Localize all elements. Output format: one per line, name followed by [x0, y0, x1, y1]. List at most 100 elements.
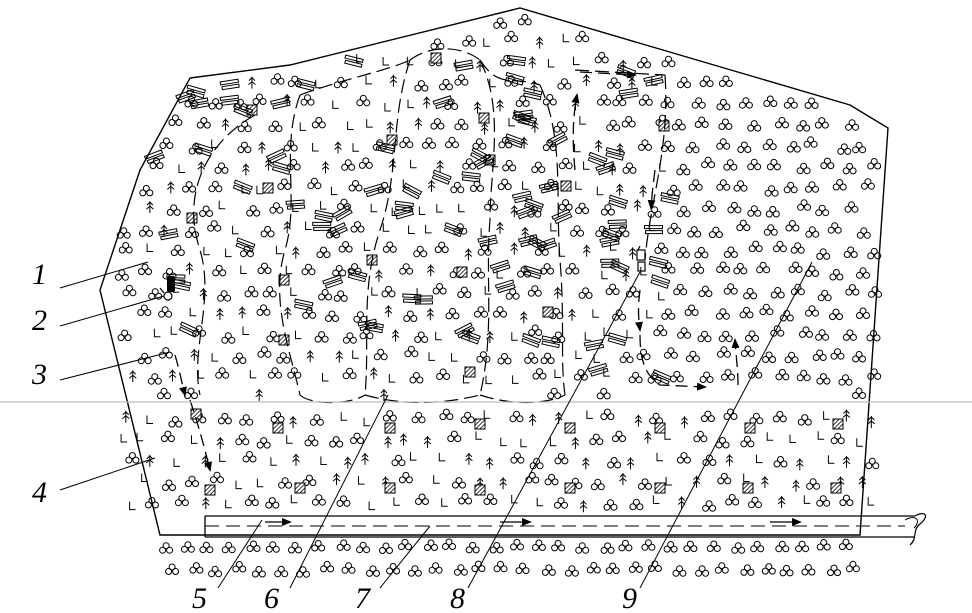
conifer-icon [427, 179, 436, 193]
conifer-icon [166, 180, 175, 194]
deciduous-tree-icon [270, 411, 285, 423]
conifer-icon [777, 495, 786, 509]
deciduous-tree-icon [856, 227, 871, 239]
deciduous-tree-icon [125, 452, 140, 464]
deciduous-tree-icon [618, 539, 633, 552]
deciduous-tree-icon [434, 241, 449, 254]
conifer-icon [258, 141, 266, 155]
deciduous-tree-icon [575, 542, 590, 554]
deciduous-tree-icon [246, 540, 261, 552]
timber-stack-icon [219, 78, 240, 91]
stump-icon [646, 309, 654, 319]
deciduous-tree-icon [524, 352, 539, 364]
deciduous-tree-icon [493, 306, 507, 318]
conifer-icon [238, 305, 247, 319]
stump-icon [136, 432, 144, 442]
deciduous-tree-icon [515, 95, 530, 107]
deciduous-tree-icon [235, 433, 250, 446]
deciduous-tree-icon [772, 240, 787, 253]
deciduous-tree-icon [532, 368, 547, 380]
deciduous-tree-icon [174, 494, 189, 507]
deciduous-tree-icon [743, 287, 758, 300]
deciduous-tree-icon [341, 159, 356, 171]
deciduous-tree-icon [460, 411, 475, 424]
stump-icon [211, 352, 219, 362]
deciduous-tree-icon [274, 565, 289, 578]
deciduous-tree-icon [676, 163, 691, 176]
conifer-icon [581, 456, 590, 470]
deciduous-tree-icon [597, 94, 611, 106]
stump-icon [292, 202, 300, 212]
conifer-icon [426, 263, 435, 277]
deciduous-tree-icon [332, 265, 347, 277]
deciduous-tree-icon [445, 136, 459, 149]
timber-stack-icon [503, 133, 525, 149]
deciduous-tree-icon [647, 560, 662, 572]
deciduous-tree-icon [442, 538, 456, 550]
deciduous-tree-icon [311, 116, 326, 129]
deciduous-tree-icon [788, 261, 803, 273]
stump-icon [592, 308, 600, 318]
deciduous-tree-icon [256, 304, 271, 316]
conifer-icon [510, 242, 519, 255]
timber-stack-icon [477, 234, 498, 248]
stump-icon [451, 352, 459, 362]
conifer-icon [201, 496, 210, 510]
deciduous-tree-icon [510, 538, 524, 551]
stump-icon [441, 497, 449, 507]
deciduous-tree-icon [428, 562, 443, 574]
stump-icon [596, 186, 604, 196]
deciduous-tree-icon [663, 347, 678, 359]
deciduous-tree-icon [701, 156, 716, 169]
deciduous-tree-icon [693, 430, 708, 443]
timber-stack-icon [606, 332, 628, 347]
conifer-icon [197, 160, 206, 174]
deciduous-tree-icon [796, 120, 811, 132]
stump-icon [295, 330, 302, 340]
deciduous-tree-icon [672, 565, 687, 577]
deciduous-tree-icon [470, 180, 484, 192]
deciduous-tree-icon [747, 158, 762, 171]
deciduous-tree-icon [407, 565, 422, 577]
stump-icon [232, 225, 240, 235]
conifer-icon [247, 76, 256, 90]
stump-icon [178, 164, 186, 173]
conifer-icon [626, 456, 635, 470]
conifer-icon [255, 388, 264, 402]
conifer-icon [389, 74, 398, 88]
timber-stack-icon [551, 208, 573, 225]
stump-icon [393, 496, 401, 506]
conifer-icon [535, 36, 544, 50]
deciduous-tree-icon [700, 410, 715, 423]
timber-stack-icon [266, 148, 287, 165]
deciduous-tree-icon [868, 286, 882, 298]
deciduous-tree-icon [453, 564, 468, 576]
conifer-icon [190, 348, 199, 362]
deciduous-tree-icon [816, 539, 831, 551]
deciduous-tree-icon [180, 541, 195, 553]
deciduous-tree-icon [575, 30, 590, 43]
deciduous-tree-icon [453, 223, 468, 235]
deciduous-tree-icon [348, 180, 363, 192]
deciduous-tree-icon [745, 330, 759, 342]
deciduous-tree-icon [695, 565, 710, 577]
stump-icon [856, 437, 864, 447]
deciduous-tree-icon [414, 331, 429, 343]
deciduous-tree-icon [358, 157, 373, 169]
conifer-icon [594, 139, 603, 153]
conifer-icon [499, 476, 508, 490]
deciduous-tree-icon [256, 437, 271, 449]
deciduous-tree-icon [269, 202, 284, 214]
deciduous-tree-icon [356, 94, 371, 107]
stump-icon [305, 221, 313, 230]
log-pile-icon [830, 482, 842, 494]
deciduous-tree-icon [803, 136, 818, 148]
deciduous-tree-icon [541, 564, 556, 576]
deciduous-tree-icon [765, 206, 780, 218]
deciduous-tree-icon [830, 348, 845, 360]
deciduous-tree-icon [638, 139, 652, 151]
deciduous-tree-icon [391, 454, 406, 467]
deciduous-tree-icon [589, 433, 604, 446]
deciduous-tree-icon [122, 284, 137, 297]
stump-icon [789, 434, 797, 443]
